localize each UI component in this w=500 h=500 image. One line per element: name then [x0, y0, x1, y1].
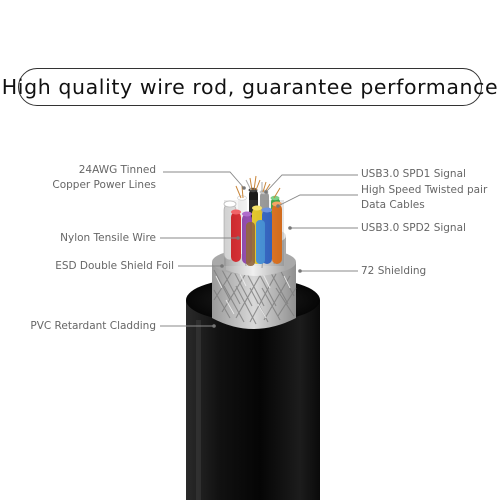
callout-nylon: Nylon Tensile Wire — [60, 232, 156, 244]
callout-twisted-pair-line1: High Speed Twisted pair — [361, 184, 488, 196]
callout-spd2: USB3.0 SPD2 Signal — [361, 222, 466, 234]
callout-esd-foil: ESD Double Shield Foil — [55, 260, 174, 272]
callout-power-lines: 24AWG Tinned Copper Power Lines — [52, 163, 156, 193]
headline-banner: High quality wire rod, guarantee perform… — [2, 68, 498, 106]
callout-spd1: USB3.0 SPD1 Signal — [361, 168, 466, 180]
callout-pvc: PVC Retardant Cladding — [30, 320, 156, 332]
copper-strands — [235, 175, 281, 199]
callout-power-lines-line1: 24AWG Tinned — [78, 164, 156, 176]
inner-wires — [223, 175, 284, 266]
leader-dots — [212, 186, 302, 328]
leader-lines — [160, 171, 358, 327]
callout-twisted-pair-line2: Data Cables — [361, 199, 425, 211]
callout-twisted-pair: High Speed Twisted pair Data Cables — [361, 183, 487, 213]
headline-text: High quality wire rod, guarantee perform… — [1, 75, 499, 99]
callout-shielding: 72 Shielding — [361, 265, 427, 277]
callout-power-lines-line2: Copper Power Lines — [52, 179, 156, 191]
